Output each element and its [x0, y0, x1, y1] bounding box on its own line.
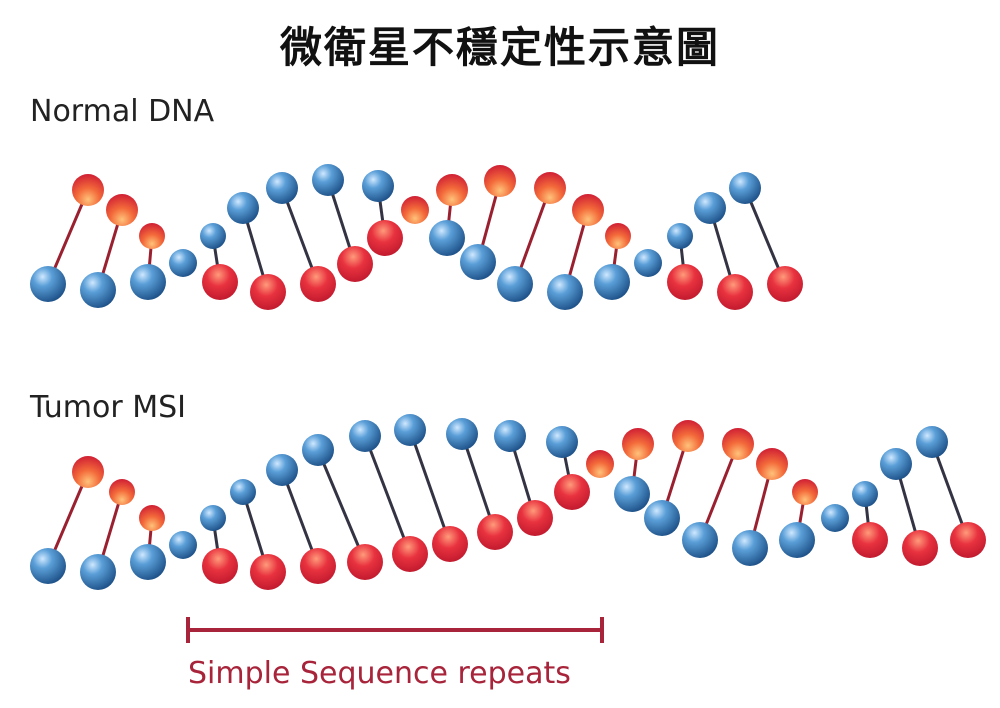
blue-nucleotide-sphere [732, 530, 768, 566]
blue-nucleotide-sphere [460, 244, 496, 280]
red-nucleotide-sphere [950, 522, 986, 558]
blue-nucleotide-sphere [634, 249, 662, 277]
blue-nucleotide-sphere [852, 481, 878, 507]
blue-nucleotide-sphere [302, 434, 334, 466]
blue-nucleotide-sphere [694, 192, 726, 224]
red-nucleotide-sphere [792, 479, 818, 505]
red-nucleotide-sphere [756, 448, 788, 480]
blue-nucleotide-sphere [667, 223, 693, 249]
red-nucleotide-sphere [392, 536, 428, 572]
red-nucleotide-sphere [337, 246, 373, 282]
red-nucleotide-sphere [572, 194, 604, 226]
red-nucleotide-sphere [436, 174, 468, 206]
red-nucleotide-sphere [106, 194, 138, 226]
blue-nucleotide-sphere [80, 272, 116, 308]
normal-dna-helix [30, 164, 803, 310]
blue-nucleotide-sphere [349, 420, 381, 452]
red-nucleotide-sphere [622, 428, 654, 460]
red-nucleotide-sphere [517, 500, 553, 536]
red-nucleotide-sphere [722, 428, 754, 460]
simple-sequence-repeats-label: Simple Sequence repeats [188, 656, 571, 691]
blue-nucleotide-sphere [682, 522, 718, 558]
red-nucleotide-sphere [367, 220, 403, 256]
red-nucleotide-sphere [139, 223, 165, 249]
blue-nucleotide-sphere [614, 476, 650, 512]
blue-nucleotide-sphere [30, 548, 66, 584]
blue-nucleotide-sphere [594, 264, 630, 300]
blue-nucleotide-sphere [494, 420, 526, 452]
red-nucleotide-sphere [401, 196, 429, 224]
base-pair-bond [408, 429, 452, 545]
blue-nucleotide-sphere [227, 192, 259, 224]
normal-dna-label: Normal DNA [30, 94, 215, 129]
base-pair-bond [363, 435, 412, 555]
blue-nucleotide-sphere [30, 266, 66, 302]
blue-nucleotide-sphere [169, 249, 197, 277]
red-nucleotide-sphere [767, 266, 803, 302]
red-nucleotide-sphere [432, 526, 468, 562]
red-nucleotide-sphere [672, 420, 704, 452]
blue-nucleotide-sphere [266, 454, 298, 486]
blue-nucleotide-sphere [821, 504, 849, 532]
blue-nucleotide-sphere [362, 170, 394, 202]
red-nucleotide-sphere [554, 474, 590, 510]
blue-nucleotide-sphere [497, 266, 533, 302]
red-nucleotide-sphere [605, 223, 631, 249]
blue-nucleotide-sphere [266, 172, 298, 204]
red-nucleotide-sphere [477, 514, 513, 550]
red-nucleotide-sphere [202, 548, 238, 584]
red-nucleotide-sphere [586, 450, 614, 478]
blue-nucleotide-sphere [200, 223, 226, 249]
red-nucleotide-sphere [109, 479, 135, 505]
blue-nucleotide-sphere [644, 500, 680, 536]
blue-nucleotide-sphere [446, 418, 478, 450]
red-nucleotide-sphere [72, 456, 104, 488]
blue-nucleotide-sphere [729, 172, 761, 204]
red-nucleotide-sphere [300, 548, 336, 584]
blue-nucleotide-sphere [880, 448, 912, 480]
repeat-bracket [186, 617, 604, 643]
blue-nucleotide-sphere [169, 531, 197, 559]
red-nucleotide-sphere [534, 172, 566, 204]
red-nucleotide-sphere [250, 554, 286, 590]
tumor-msi-label: Tumor MSI [30, 390, 187, 425]
blue-nucleotide-sphere [546, 426, 578, 458]
blue-nucleotide-sphere [230, 479, 256, 505]
red-nucleotide-sphere [139, 505, 165, 531]
blue-nucleotide-sphere [312, 164, 344, 196]
red-nucleotide-sphere [300, 266, 336, 302]
red-nucleotide-sphere [347, 544, 383, 580]
red-nucleotide-sphere [202, 264, 238, 300]
diagram-title: 微衛星不穩定性示意圖 [279, 23, 720, 72]
blue-nucleotide-sphere [200, 505, 226, 531]
red-nucleotide-sphere [902, 530, 938, 566]
tumor-msi-helix [30, 414, 986, 590]
blue-nucleotide-sphere [429, 220, 465, 256]
blue-nucleotide-sphere [394, 414, 426, 446]
blue-nucleotide-sphere [130, 544, 166, 580]
blue-nucleotide-sphere [779, 522, 815, 558]
red-nucleotide-sphere [250, 274, 286, 310]
red-nucleotide-sphere [717, 274, 753, 310]
blue-nucleotide-sphere [130, 264, 166, 300]
base-pair-bond [316, 449, 367, 563]
blue-nucleotide-sphere [80, 554, 116, 590]
red-nucleotide-sphere [667, 264, 703, 300]
red-nucleotide-sphere [72, 174, 104, 206]
blue-nucleotide-sphere [547, 274, 583, 310]
red-nucleotide-sphere [852, 522, 888, 558]
blue-nucleotide-sphere [916, 426, 948, 458]
red-nucleotide-sphere [484, 165, 516, 197]
